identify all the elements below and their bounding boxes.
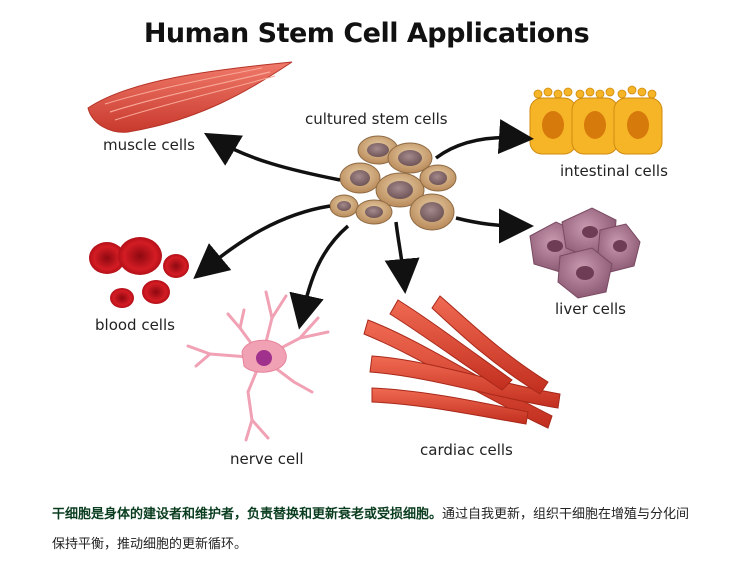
arrow-to-muscle <box>203 132 341 182</box>
label-blood-cells: blood cells <box>95 316 175 334</box>
stem-cells-cluster <box>329 135 457 231</box>
label-intestinal-cells: intestinal cells <box>560 162 668 180</box>
arrow-to-cardiac <box>384 221 420 294</box>
caption-paragraph: 干细胞是身体的建设者和维护者，负责替换和更新衰老或受损细胞。通过自我更新，组织干… <box>52 500 702 560</box>
label-cultured-stem-cells: cultured stem cells <box>305 110 448 128</box>
label-cardiac-cells: cardiac cells <box>420 441 513 459</box>
label-nerve-cell: nerve cell <box>230 450 304 468</box>
diagram-graphics <box>87 61 663 442</box>
diagram-title: Human Stem Cell Applications <box>143 18 590 49</box>
arrow-to-liver <box>455 208 534 244</box>
liver-cells-illustration <box>529 207 641 299</box>
blood-cells-illustration <box>89 237 189 308</box>
arrow-to-nerve <box>289 224 350 330</box>
arrow-to-intestinal <box>434 119 534 160</box>
label-muscle-cells: muscle cells <box>103 136 195 154</box>
label-liver-cells: liver cells <box>555 300 627 318</box>
intestinal-cells-illustration <box>529 85 663 155</box>
nerve-cell-illustration <box>186 290 330 442</box>
caption-text: 通过自我更新，组织干细胞在增殖与分化间保持平衡，推动细胞的更新循环。 <box>52 507 690 552</box>
arrow-to-blood <box>193 204 331 279</box>
cardiac-cells-illustration <box>363 295 561 429</box>
stem-cell-diagram: Human Stem Cell Applications cultured st… <box>87 18 668 468</box>
muscle-cell-illustration <box>87 61 293 133</box>
caption-bold: 干细胞是身体的建设者和维护者，负责替换和更新衰老或受损细胞。 <box>52 507 443 522</box>
arrows <box>193 119 534 330</box>
